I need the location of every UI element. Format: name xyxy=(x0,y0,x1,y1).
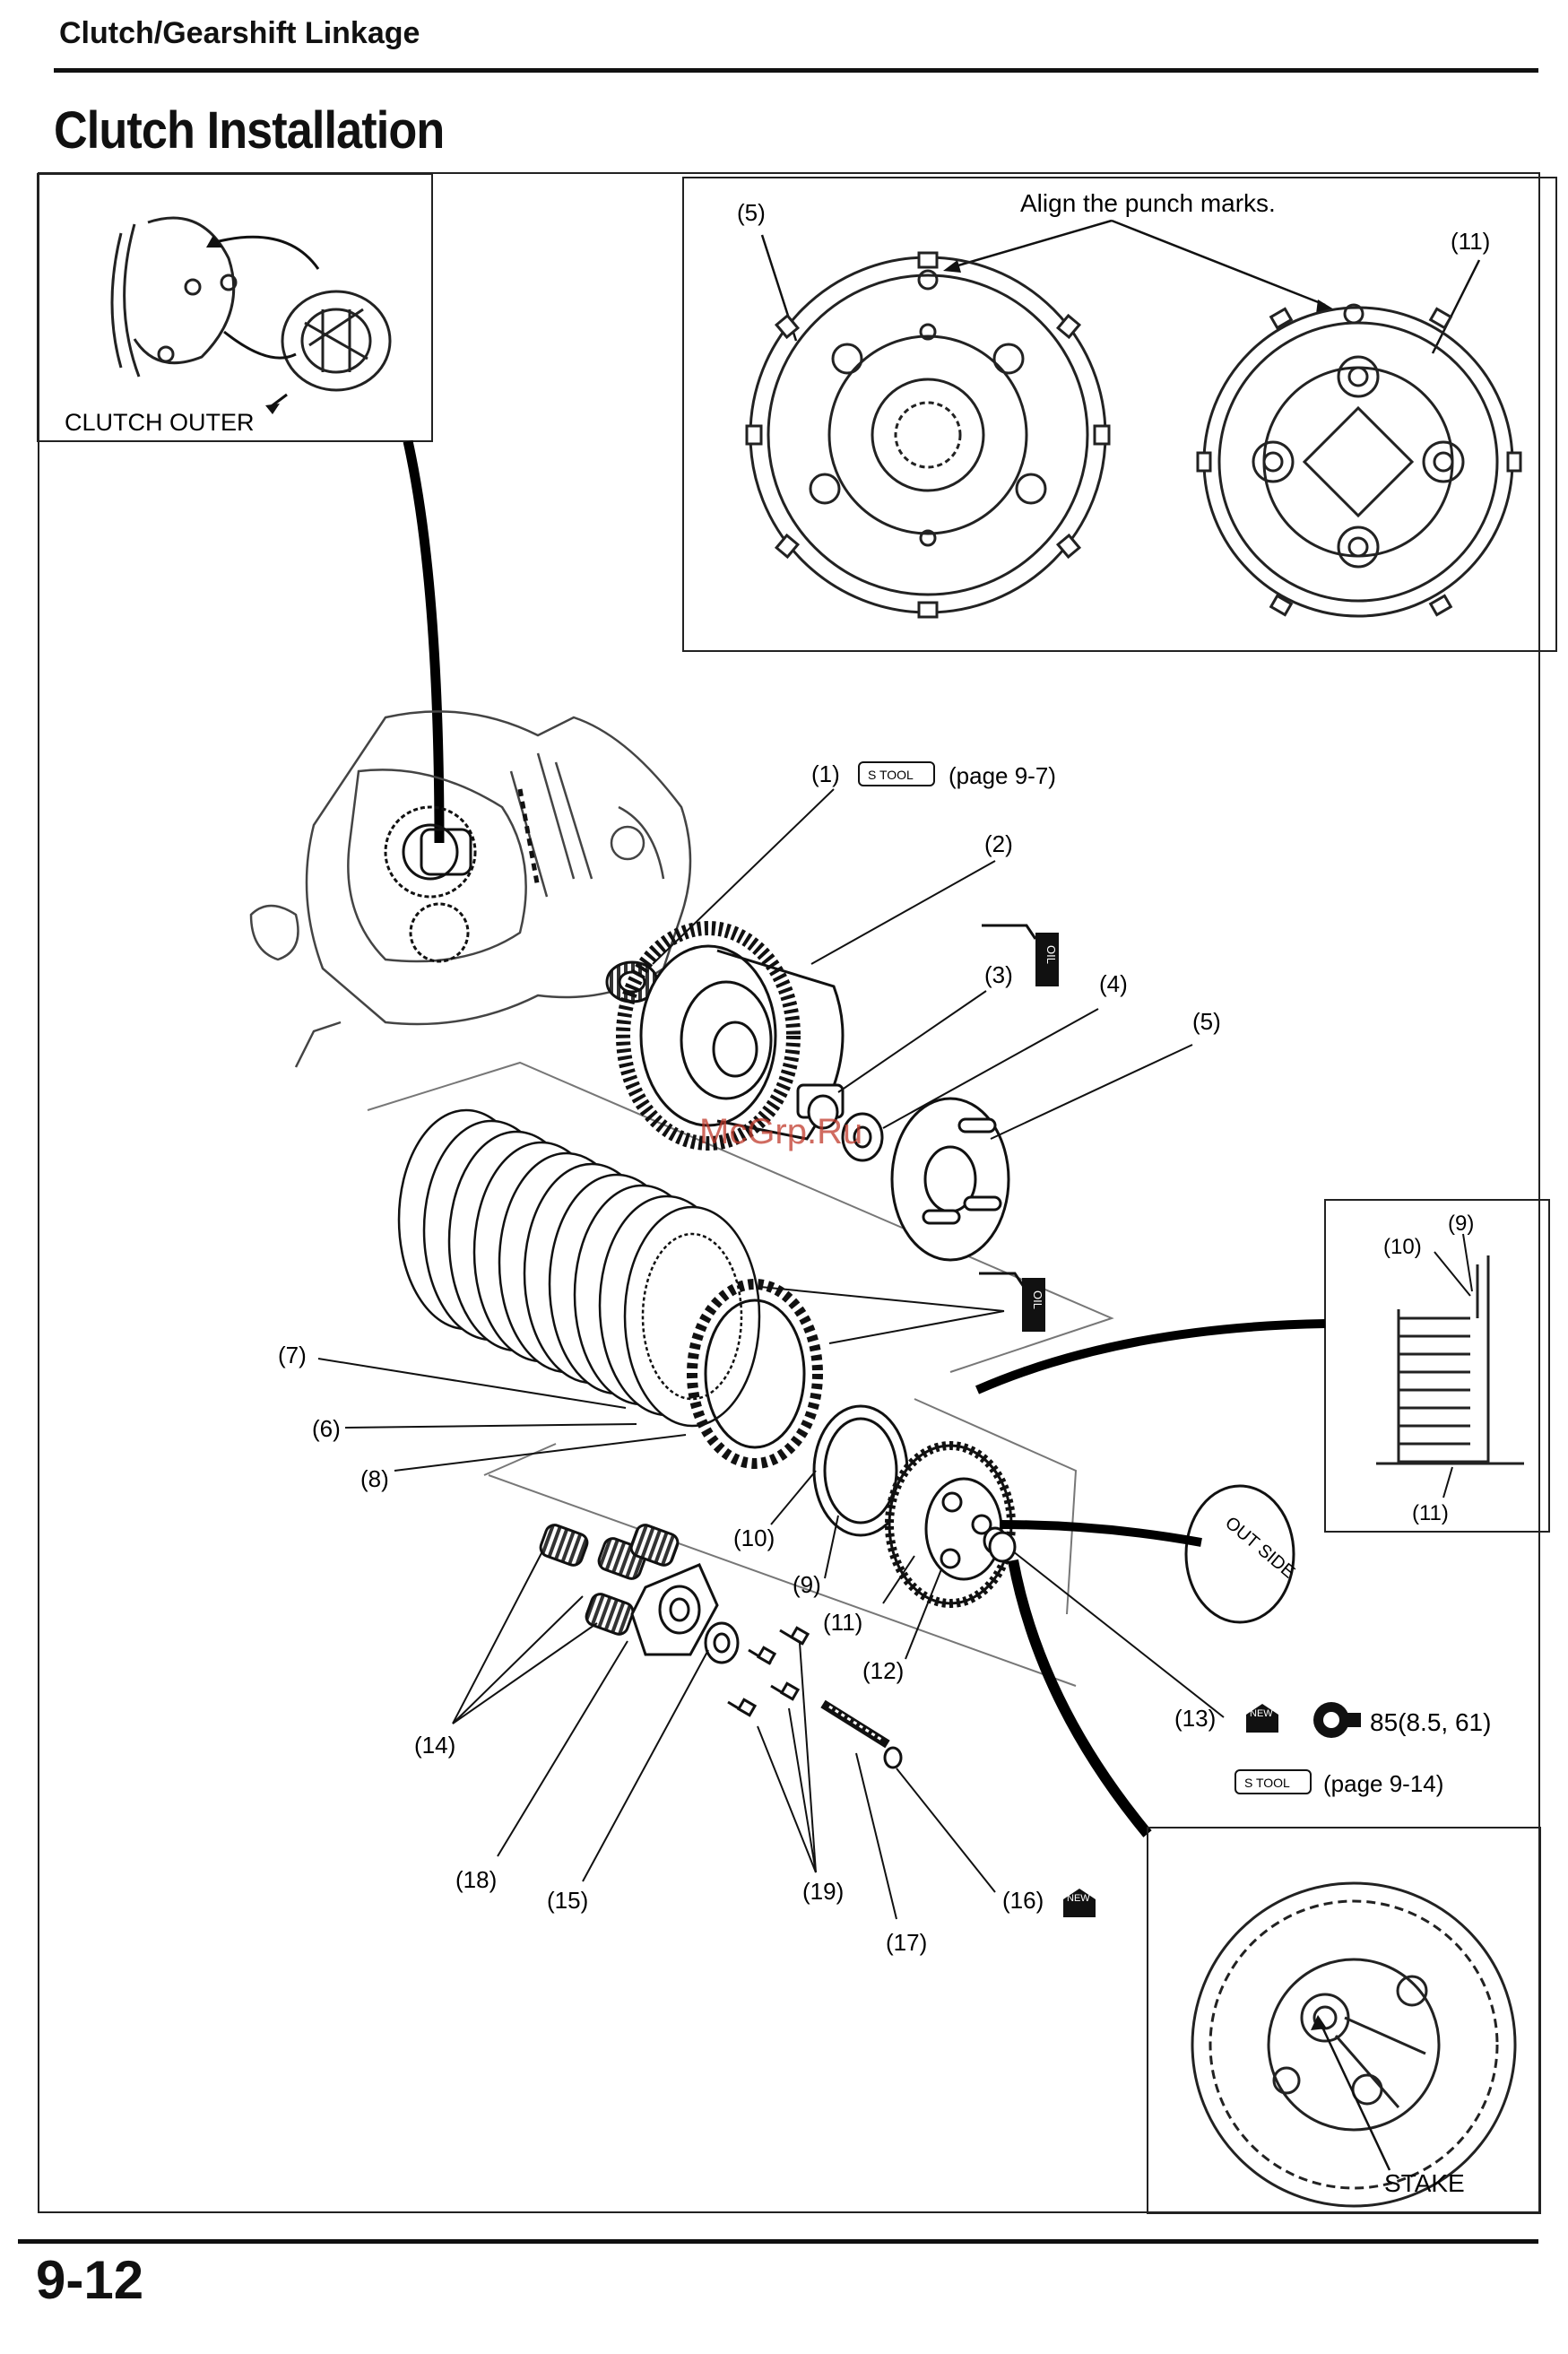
stake-label: STAKE xyxy=(1384,2169,1465,2197)
side-inset-leader xyxy=(977,1324,1325,1390)
torque-wrench-icon xyxy=(1313,1702,1361,1738)
o-ring xyxy=(885,1748,901,1768)
new-part-icon-13: NEW xyxy=(1246,1704,1278,1733)
side-label-9: (9) xyxy=(1448,1212,1474,1236)
svg-text:NEW: NEW xyxy=(1067,1893,1090,1904)
oil-can-icon-2: OIL xyxy=(979,1273,1045,1332)
clutch-center xyxy=(892,1099,1009,1260)
callout-9: (9) xyxy=(793,1571,821,1598)
callout-13-ref: (page 9-14) xyxy=(1323,1770,1443,1797)
svg-text:NEW: NEW xyxy=(1250,1708,1273,1719)
lock-nut xyxy=(990,1533,1015,1561)
clutch-outer-leader xyxy=(408,441,439,843)
page-number: 9-12 xyxy=(36,2249,143,2311)
callout-2: (2) xyxy=(984,830,1013,857)
inset-stake: STAKE xyxy=(1148,1828,1540,2213)
callout-11: (11) xyxy=(823,1609,862,1636)
callout-19: (19) xyxy=(802,1878,844,1905)
callout-8: (8) xyxy=(360,1465,389,1492)
side-label-10: (10) xyxy=(1383,1235,1422,1259)
lifter-bearing xyxy=(706,1623,738,1663)
new-part-icon-16: NEW xyxy=(1063,1889,1096,1917)
outside-washer: OUT SIDE xyxy=(1186,1486,1298,1622)
punch-label-left: (5) xyxy=(737,199,766,226)
special-tool-icon-13: S TOOL xyxy=(1235,1770,1311,1794)
inset-punch-marks: Align the punch marks. (5) (11) xyxy=(683,178,1556,651)
svg-text:S TOOL: S TOOL xyxy=(868,768,914,782)
callout-1: (1) xyxy=(811,760,840,787)
callout-15: (15) xyxy=(547,1887,588,1914)
clutch-outer-label: CLUTCH OUTER xyxy=(65,409,255,436)
stake-leader xyxy=(1013,1560,1148,1834)
svg-text:OIL: OIL xyxy=(1031,1290,1044,1309)
inset-clutch-outer: CLUTCH OUTER xyxy=(38,174,432,441)
callout-18: (18) xyxy=(455,1866,497,1893)
callout-5: (5) xyxy=(1192,1008,1221,1035)
callout-16: (16) xyxy=(1002,1887,1044,1914)
callout-17: (17) xyxy=(886,1929,927,1956)
callout-6: (6) xyxy=(312,1415,341,1442)
callout-1-ref: (page 9-7) xyxy=(949,762,1056,789)
callout-13: (13) xyxy=(1174,1705,1216,1732)
callout-14: (14) xyxy=(414,1732,455,1759)
callout-3: (3) xyxy=(984,961,1013,988)
footer-rule xyxy=(18,2239,1538,2244)
punch-marks-instruction: Align the punch marks. xyxy=(1020,189,1276,217)
callout-13-torque: 85(8.5, 61) xyxy=(1370,1708,1491,1736)
punch-label-right: (11) xyxy=(1451,228,1490,255)
inset-side-view: (9) (10) (11) xyxy=(977,1200,1549,1532)
washer-leader xyxy=(1000,1524,1201,1542)
callout-7: (7) xyxy=(278,1342,307,1368)
watermark: McGrp.Ru xyxy=(699,1112,862,1151)
lifter-rod xyxy=(823,1704,888,1744)
pressure-plate xyxy=(889,1446,1011,1603)
callout-10: (10) xyxy=(733,1524,775,1551)
clutch-bolts xyxy=(728,1628,808,1716)
svg-text:S TOOL: S TOOL xyxy=(1244,1776,1290,1790)
callout-12: (12) xyxy=(862,1657,904,1684)
svg-text:OIL: OIL xyxy=(1044,945,1058,964)
special-tool-icon-1: S TOOL xyxy=(859,762,934,786)
callout-4: (4) xyxy=(1099,970,1128,997)
side-label-11: (11) xyxy=(1412,1501,1449,1525)
